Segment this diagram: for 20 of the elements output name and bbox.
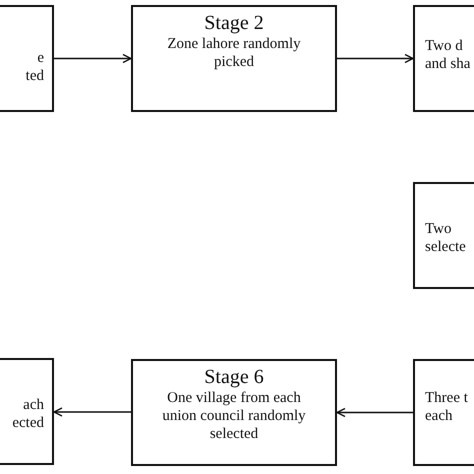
process-box <box>131 5 337 112</box>
process-box <box>0 5 54 112</box>
stage-heading: Stage 2 <box>204 11 264 35</box>
step-text: Three t each <box>425 389 468 425</box>
arrow <box>336 408 413 418</box>
step-text: e ted <box>26 49 44 85</box>
process-box <box>413 5 474 112</box>
step-text: Two d and sha <box>425 37 470 73</box>
arrow <box>54 54 132 64</box>
stage-heading: Stage 6 <box>204 365 264 389</box>
step-text: Two selecte <box>425 220 466 256</box>
process-box <box>131 359 337 466</box>
process-box <box>0 358 54 465</box>
step-text: One village from each union council randomly selected <box>162 389 306 443</box>
process-box <box>413 359 474 466</box>
arrow <box>337 54 414 64</box>
step-text: ach ected <box>12 396 44 432</box>
step-text: Zone lahore randomly picked <box>167 35 301 71</box>
process-box <box>413 182 474 289</box>
arrow <box>53 407 131 417</box>
